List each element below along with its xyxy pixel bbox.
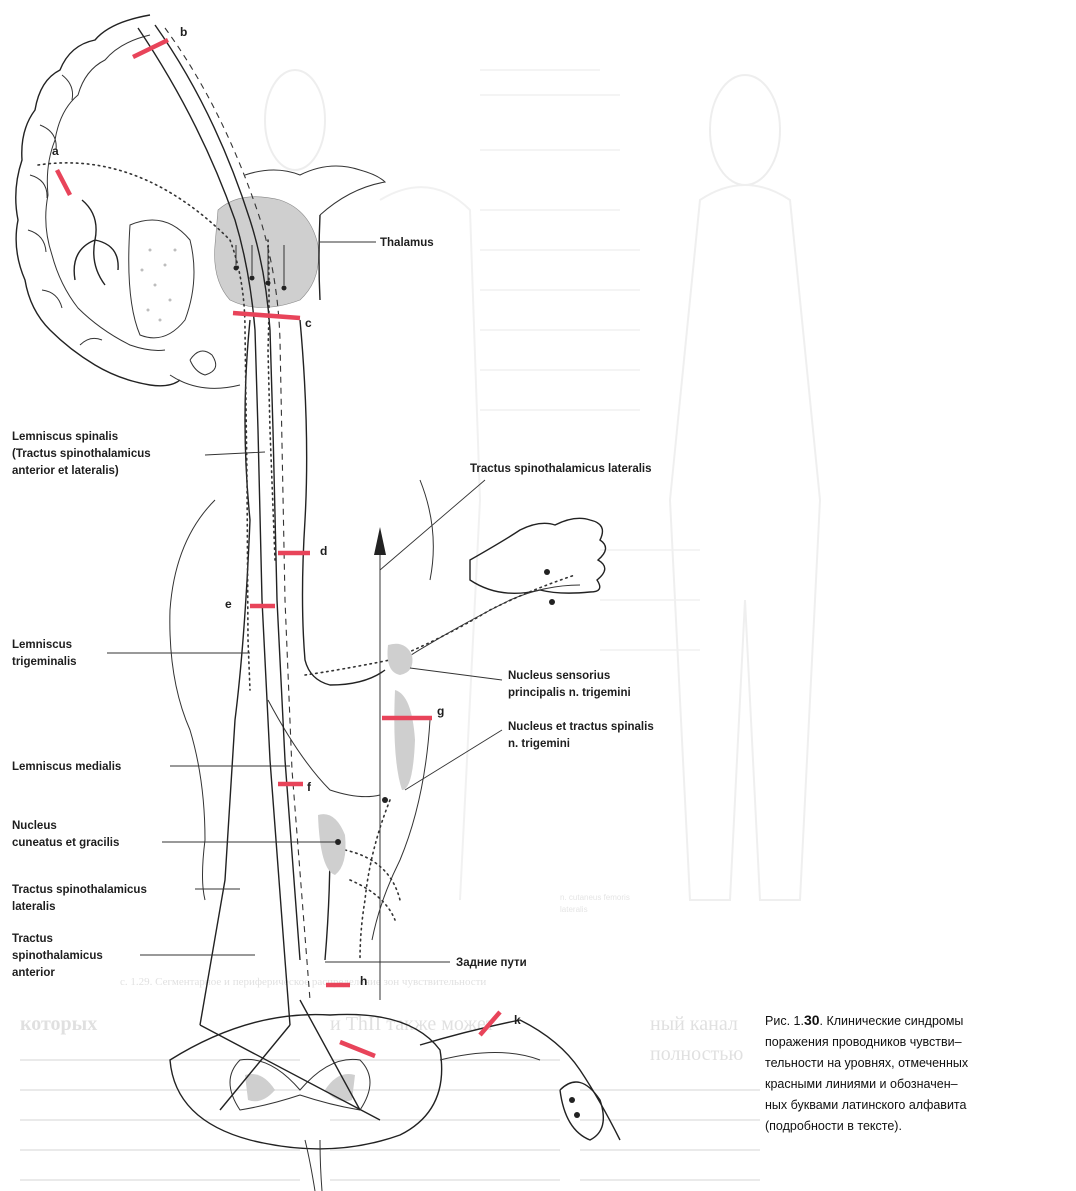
medulla-cell [382,797,388,803]
brainstem [170,215,434,1025]
label-tractus-ant-2: spinothalamicus [12,950,103,962]
grey-horn-left [245,1074,275,1101]
temporal-edge [170,375,240,388]
level-g: g [437,704,444,718]
trigeminal-ganglion [470,518,606,593]
caption-line-6: (подробности в тексте). [765,1119,902,1133]
level-f: f [307,780,312,794]
level-c: c [305,316,312,330]
arrow-head [374,527,386,555]
nucleus-descending-dots [345,850,400,920]
pons-bulge [170,500,215,900]
label-nucleus-spinalis-2: n. trigemini [508,738,570,750]
thalamus-right-edge [319,215,320,300]
caption-prefix: Рис. 1. [765,1014,804,1028]
label-lemniscus-spinalis-3: anterior et lateralis) [12,465,119,477]
caption-line-2: поражения проводников чувстви– [765,1035,962,1049]
ghost-small-2: lateralis [560,905,588,914]
lesion-c [233,313,300,318]
level-k: k [514,1013,521,1027]
lesion-spinal [340,1042,375,1056]
ganglion-cell-1 [544,569,550,575]
caption-line1-rest: . Клинические синдромы [820,1014,964,1028]
lesion-b [133,40,168,57]
anterior-fissure [305,1140,322,1191]
label-tractus-ant-3: anterior [12,967,55,979]
caption-line-5: ных буквами латинского алфавита [765,1098,967,1112]
cerebral-cortex [16,15,240,388]
pathway-main-1 [138,28,290,1025]
level-a: a [52,144,59,158]
dorsal-root-inner [440,1053,540,1061]
leader-lines [107,242,502,962]
caption-number: 30 [804,1012,820,1028]
leader-nucleus-sensorius [410,668,502,680]
ghost-col2-l1: ный канал [650,1013,738,1035]
caption-line-3: тельности на уровнях, отмеченных [765,1056,969,1070]
ghost-small-1: n. cutaneus femoris [560,893,630,902]
cortex-white-matter [74,200,118,285]
dorsal-root [420,1020,620,1140]
label-nucleus-sensorius-2: principalis n. trigemini [508,687,631,699]
label-lemniscus-medialis: Lemniscus medialis [12,761,121,773]
level-b: b [180,25,187,39]
label-lemniscus-spinalis-1: Lemniscus spinalis [12,431,118,443]
level-h: h [360,974,367,988]
nucleus-cuneatus-gracilis [318,814,346,875]
ghost-head-1 [265,70,325,170]
label-lemniscus-trigeminalis-1: Lemniscus [12,639,72,651]
ghost-label-lines [480,70,700,650]
label-lemniscus-trigeminalis-2: trigeminalis [12,656,77,668]
hippocampus [190,351,216,375]
label-nucleus-sensorius-1: Nucleus sensorius [508,670,610,682]
trigeminal-fibers-1 [305,575,575,675]
cortex-inner [46,35,165,350]
ghost-caption: с. 1.29. Сегментарное и периферическое р… [120,976,486,988]
label-thalamus: Thalamus [380,237,434,249]
grey-horn-right [325,1074,355,1101]
spinal-trigeminal-dots [360,800,390,960]
level-d: d [320,544,327,558]
label-zadnie-puti: Задние пути [456,957,527,969]
label-lemniscus-spinalis-2: (Tractus spinothalamicus [12,448,151,460]
label-tractus-lat-1: Tractus spinothalamicus [12,884,147,896]
brainstem-left-outline [200,320,250,1025]
nucleus-sensorius-principalis [388,644,413,675]
ghost-col2-l2: полностью [650,1043,743,1065]
leader-tractus-lat-top [380,480,485,570]
figure-caption: Рис. 1.30. Клинические синдромы поражени… [765,1012,969,1133]
ganglion-cell-2 [549,599,555,605]
caption-line-1: Рис. 1.30. Клинические синдромы [765,1012,963,1028]
ghost-text-lines [20,1060,760,1180]
label-nucleus-spinalis-1: Nucleus et tractus spinalis [508,721,654,733]
ghost-head-2 [710,75,780,185]
nucleus-tractus-spinalis [394,690,415,790]
ghost-body [670,185,820,900]
label-nucleus-cuneatus-1: Nucleus [12,820,57,832]
lesion-a [57,170,70,195]
lentiform-stipple [141,249,177,322]
ghost-body-2 [380,187,480,900]
pathway-dashed [165,28,310,1000]
label-tractus-lat-2: lateralis [12,901,55,913]
leader-lemniscus-spinalis [205,452,265,455]
cortex-outer [16,15,180,386]
pathway-main-2 [155,25,300,960]
level-letters: b a c d e g f h k [52,25,521,1027]
leader-nucleus-spinalis [405,730,502,790]
nucleus-cuneatus-cell [335,839,341,845]
ghost-col1-l1: которых [20,1013,97,1035]
brainstem-right-outline [300,320,385,685]
drg-cell-2 [574,1112,580,1118]
label-tractus-lat-top: Tractus spinothalamicus lateralis [470,463,652,475]
caption-line-4: красными линиями и обозначен– [765,1077,958,1091]
label-tractus-ant-1: Tractus [12,933,53,945]
trigeminal-fibers-2 [395,585,580,665]
level-e: e [225,597,232,611]
label-nucleus-cuneatus-2: cuneatus et gracilis [12,837,119,849]
drg-cell-1 [569,1097,575,1103]
ascending-pathways [38,25,400,1025]
